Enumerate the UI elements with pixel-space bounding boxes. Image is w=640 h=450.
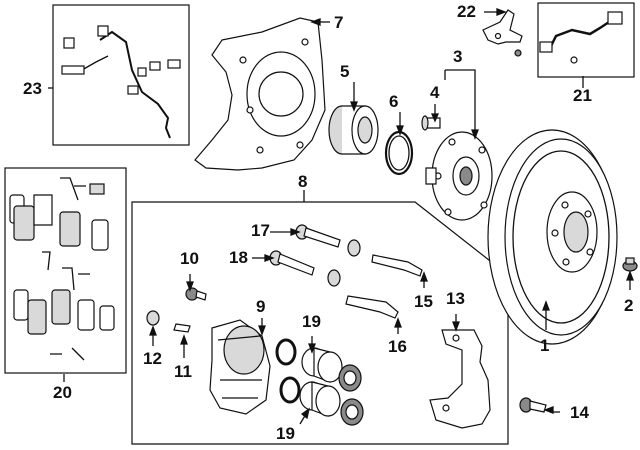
callout-11: 11: [174, 362, 192, 381]
callout-10: 10: [180, 249, 199, 268]
bleeder-screw: [185, 287, 207, 301]
callout-14: 14: [570, 403, 589, 422]
callout-4: 4: [430, 83, 440, 102]
caliper-assembly-box: [131, 201, 509, 445]
callout-18: 18: [229, 248, 248, 267]
wheel-hub: [425, 131, 493, 221]
callout-20: 20: [53, 383, 72, 402]
rotor-screw: [622, 257, 638, 272]
dust-boot-upper: [338, 364, 362, 392]
callout-19-upper: 19: [302, 312, 321, 331]
abs-sensor-box: [52, 4, 190, 146]
callout-12: 12: [143, 349, 162, 368]
bleeder-plug: [173, 323, 191, 333]
callout-6: 6: [389, 92, 399, 111]
brake-rotor: [487, 129, 618, 345]
callout-13: 13: [446, 289, 465, 308]
callout-7: 7: [334, 13, 344, 32]
hub-bolt: [421, 115, 441, 131]
dust-shield: [194, 17, 326, 171]
caliper-bracket: [429, 329, 491, 429]
piston-lower: [299, 381, 341, 417]
dust-boot-lower: [340, 398, 364, 426]
caliper-housing: [209, 319, 271, 415]
hose-bracket: [482, 9, 523, 57]
brake-hose-box: [537, 2, 635, 78]
callout-22: 22: [457, 2, 476, 21]
brake-pad-kit-box: [4, 167, 127, 374]
callout-8: 8: [298, 172, 308, 191]
brake-hose: [539, 11, 623, 64]
wheel-bearing: [328, 105, 379, 155]
guide-pin-boot-lower: [327, 269, 341, 287]
callout-17: 17: [251, 221, 270, 240]
caliper-bracket-bolt: [519, 397, 547, 413]
bleeder-cap: [146, 310, 160, 326]
callout-5: 5: [340, 62, 350, 81]
leader-lines: [48, 8, 634, 425]
callout-15: 15: [414, 292, 433, 311]
piston-upper: [301, 347, 343, 383]
callout-19-lower: 19: [276, 424, 295, 443]
piston-seal-lower: [279, 376, 301, 404]
callout-2: 2: [624, 296, 634, 315]
piston-seal-upper: [275, 338, 297, 366]
snap-ring: [384, 130, 414, 176]
guide-pin-boot-upper: [347, 239, 361, 257]
pad-support-plate-upper: [371, 254, 423, 277]
pad-support-plate-lower: [345, 295, 399, 319]
callout-21: 21: [573, 86, 592, 105]
callout-23: 23: [23, 79, 42, 98]
guide-pin-upper: [295, 224, 341, 248]
callout-16: 16: [388, 337, 407, 356]
callout-3: 3: [453, 47, 463, 66]
abs-sensor: [61, 25, 181, 139]
callout-1: 1: [540, 336, 550, 355]
brake-pad-kit: [9, 177, 115, 361]
guide-pin-lower: [269, 250, 315, 276]
callout-9: 9: [256, 297, 266, 316]
